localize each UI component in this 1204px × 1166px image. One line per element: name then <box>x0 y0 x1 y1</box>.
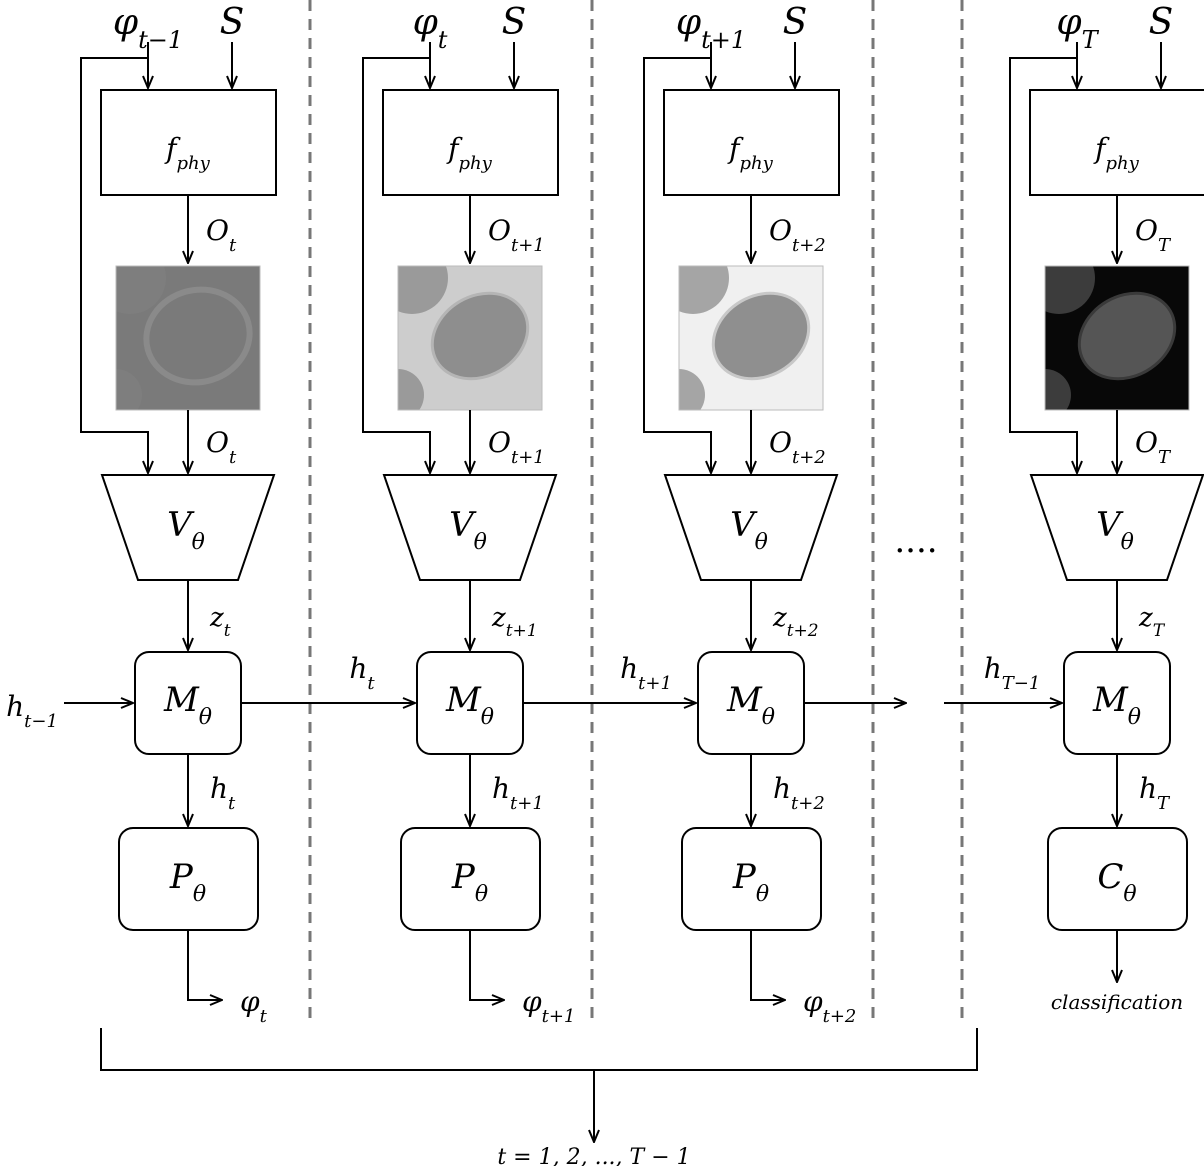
fphy-box <box>100 89 277 196</box>
timestep-brace: t = 1, 2, ..., T − 1 <box>100 1028 978 1166</box>
output-label: φt+1 <box>522 985 575 1027</box>
output-arrow <box>469 930 504 1000</box>
observation-label-2: OT <box>1135 426 1172 468</box>
fphy-box <box>382 89 559 196</box>
output-label: φt+2 <box>803 985 856 1027</box>
s-input-label: S <box>220 2 245 43</box>
v-encoder <box>382 474 558 581</box>
latent-label: zt <box>209 603 231 641</box>
brace-bracket <box>100 1028 978 1071</box>
head-label: Pθ <box>169 857 206 907</box>
v-encoder <box>663 474 839 581</box>
observation-image <box>115 265 261 411</box>
observation-label: Ot <box>206 214 237 256</box>
recurrent-label-2: ht+1 <box>620 652 672 694</box>
output-label: classification <box>1051 990 1183 1014</box>
observation-image <box>1044 265 1190 411</box>
v-encoder-label: Vθ <box>167 505 205 555</box>
v-encoder <box>100 474 276 581</box>
v-encoder-label: Vθ <box>449 505 487 555</box>
hidden-state-label: ht <box>210 772 236 814</box>
recurrent-label-final: hT−1 <box>984 652 1041 694</box>
latent-label: zt+2 <box>772 603 819 641</box>
hidden-state-label: ht+2 <box>773 772 825 814</box>
observation-image <box>678 265 824 411</box>
head-label: Cθ <box>1097 857 1136 907</box>
head-label: Pθ <box>732 857 769 907</box>
observation-label-2: Ot+2 <box>769 426 826 468</box>
s-input-label: S <box>1149 2 1174 43</box>
ellipsis-label: .... <box>894 521 937 561</box>
observation-label: OT <box>1135 214 1172 256</box>
phi-input-label: φT <box>1056 2 1099 54</box>
output-label: φt <box>240 985 268 1027</box>
phi-input-label: φt <box>413 2 448 54</box>
output-arrow <box>750 930 785 1000</box>
fphy-box <box>663 89 840 196</box>
v-encoder-label: Vθ <box>730 505 768 555</box>
head-label: Pθ <box>451 857 488 907</box>
observation-label: Ot+2 <box>769 214 826 256</box>
output-arrow <box>187 930 222 1000</box>
phi-bypass-arrow <box>643 57 711 473</box>
latent-label: zT <box>1138 603 1166 641</box>
observation-label-2: Ot <box>206 426 237 468</box>
hidden-state-label: ht+1 <box>492 772 544 814</box>
m-model-label: Mθ <box>163 680 212 730</box>
m-model-label: Mθ <box>445 680 494 730</box>
hidden-state-label: hT <box>1139 772 1171 814</box>
phi-bypass-arrow <box>362 57 430 473</box>
m-model-label: Mθ <box>1092 680 1141 730</box>
recurrent-label-in: ht−1 <box>6 690 58 732</box>
v-encoder <box>1029 474 1204 581</box>
latent-label: zt+1 <box>491 603 538 641</box>
s-input-label: S <box>783 2 808 43</box>
phi-input-label: φt+1 <box>676 2 746 54</box>
timestep-range-label: t = 1, 2, ..., T − 1 <box>497 1145 690 1166</box>
observation-label-2: Ot+1 <box>488 426 545 468</box>
s-input-label: S <box>502 2 527 43</box>
phi-input-label: φt−1 <box>113 2 183 54</box>
recurrent-label-1: ht <box>349 652 375 694</box>
m-model-label: Mθ <box>726 680 775 730</box>
observation-image <box>397 265 543 411</box>
phi-bypass-arrow <box>1009 57 1077 473</box>
v-encoder-label: Vθ <box>1096 505 1134 555</box>
fphy-box <box>1029 89 1204 196</box>
phi-bypass-arrow <box>80 57 148 473</box>
observation-label: Ot+1 <box>488 214 545 256</box>
